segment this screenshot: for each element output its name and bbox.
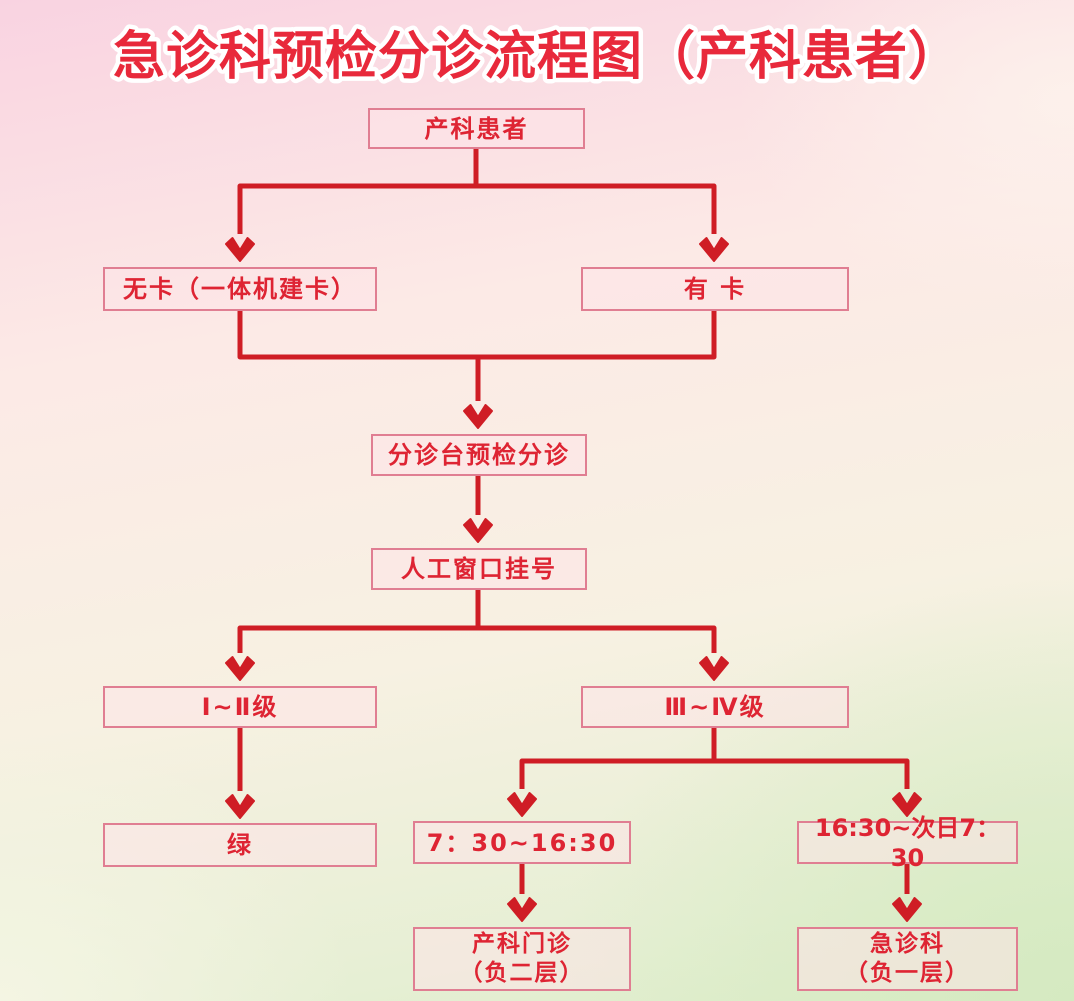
arrowhead-to-day-time (507, 792, 537, 817)
node-day-hours: 7：30~16:30 (413, 821, 631, 864)
node-no-card-label: 无卡（一体机建卡） (123, 275, 357, 303)
node-triage-desk: 分诊台预检分诊 (371, 434, 587, 476)
node-obstetric-clinic: 产科门诊 （负二层） (413, 927, 631, 991)
node-manual-registration: 人工窗口挂号 (371, 548, 587, 590)
arrowhead-to-level-1-2 (225, 656, 255, 681)
node-obstetric-clinic-label: 产科门诊 (472, 931, 572, 958)
connector-split-times (519, 758, 910, 789)
node-obstetric-patient-label: 产科患者 (424, 114, 529, 143)
node-emergency-dept: 急诊科 （负一层） (797, 927, 1018, 991)
node-green-label: 绿 (227, 831, 253, 859)
connector-split-levels (237, 625, 717, 653)
page-title: 急诊科预检分诊流程图（产科患者） (113, 27, 961, 87)
node-obstetric-clinic-floor: （负二层） (459, 960, 585, 986)
node-level-3-4-label: Ⅲ~Ⅳ级 (664, 693, 766, 721)
arrowhead-to-triage (463, 404, 493, 429)
node-emergency-dept-floor: （负一层） (845, 960, 970, 986)
connector-split-cards (237, 183, 717, 234)
node-green: 绿 (103, 823, 377, 867)
node-emergency-dept-label: 急诊科 (870, 931, 945, 958)
arrowhead-to-level-3-4 (699, 656, 729, 681)
connector-merge-cards (237, 311, 717, 360)
arrowhead-to-green (225, 794, 255, 819)
arrowhead-to-emergency-dept (892, 897, 922, 922)
node-triage-desk-label: 分诊台预检分诊 (388, 441, 570, 469)
arrowhead-to-obstetric-clinic (507, 897, 537, 922)
node-day-hours-label: 7：30~16:30 (426, 828, 618, 857)
node-has-card-label: 有 卡 (683, 275, 747, 303)
page-title-svg: 急诊科预检分诊流程图（产科患者） (108, 23, 964, 92)
node-level-1-2: Ⅰ~Ⅱ级 (103, 686, 377, 728)
node-obstetric-patient: 产科患者 (368, 108, 585, 149)
node-level-1-2-label: Ⅰ~Ⅱ级 (201, 693, 279, 721)
arrowhead-to-has-card (699, 237, 729, 262)
node-night-hours: 16:30~次日7：30 (797, 814, 1018, 872)
node-level-3-4: Ⅲ~Ⅳ级 (581, 686, 849, 728)
arrowhead-to-no-card (225, 237, 255, 262)
arrowhead-to-registration (463, 518, 493, 543)
node-night-hours-label: 16:30~次日7：30 (814, 813, 1001, 872)
node-has-card: 有 卡 (581, 267, 849, 311)
node-no-card: 无卡（一体机建卡） (103, 267, 377, 311)
node-manual-registration-label: 人工窗口挂号 (401, 555, 557, 583)
